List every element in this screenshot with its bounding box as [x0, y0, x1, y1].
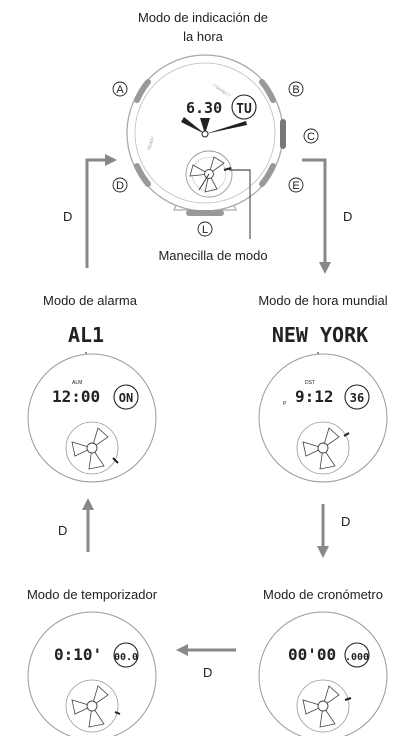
sub-dial-blade-2 — [208, 156, 225, 176]
stopwatch-right-value: .000 — [345, 652, 369, 663]
svg-text:A: A — [116, 84, 124, 96]
world-time-right-value: 36 — [350, 391, 364, 405]
world-time-time: 9:12 — [295, 387, 334, 406]
svg-text:B: B — [292, 84, 299, 96]
world-time-mode-hand — [343, 432, 350, 437]
mode-hand-mark — [223, 167, 232, 171]
world-time-small-label: DST — [305, 380, 315, 386]
button-label-e: E — [288, 177, 304, 193]
button-d[interactable] — [134, 163, 151, 187]
arrow-label-to-stopwatch: D — [341, 514, 350, 529]
alarm-mode-title: Modo de alarma — [43, 293, 138, 308]
main-day-display: TU — [236, 102, 252, 117]
arrow-to-main — [85, 154, 117, 268]
svg-text:L: L — [202, 224, 208, 236]
button-label-b: B — [288, 81, 304, 97]
button-label-l: L — [197, 221, 213, 237]
main-time-display: 6.30 — [186, 99, 222, 117]
title-line-2: la hora — [183, 29, 224, 44]
watch-bezel — [134, 62, 276, 204]
alarm-right-value: ON — [119, 391, 133, 405]
hand-counterweight — [200, 118, 210, 134]
stopwatch-mode-hand — [344, 697, 352, 701]
button-l[interactable] — [186, 210, 224, 216]
timer-mode-title: Modo de temporizador — [27, 587, 158, 602]
timer-watch: 0:10' 00.0 — [27, 611, 157, 736]
button-label-a: A — [112, 81, 128, 97]
alarm-right-circle — [113, 384, 139, 410]
world-time-pm: P — [283, 401, 287, 407]
arrow-label-main-left: D — [63, 209, 72, 224]
stopwatch-watch: 00'00 .000 — [258, 611, 388, 736]
timer-right-circle — [113, 642, 139, 668]
alarm-time: 12:00 — [52, 387, 100, 406]
button-a[interactable] — [134, 79, 151, 103]
button-label-d: D — [112, 177, 128, 193]
world-time-mode-title: Modo de hora mundial — [258, 293, 387, 308]
alarm-header: AL1 — [68, 323, 104, 347]
timer-mode-hand — [114, 711, 121, 715]
alarm-mode-hand — [112, 457, 119, 464]
svg-text:E: E — [292, 180, 299, 192]
alarm-watch: ALM 12:00 ON — [27, 353, 157, 483]
button-label-c: C — [303, 128, 319, 144]
mode-hand-leader — [229, 169, 251, 239]
main-watch: A B C D E L READY CONNECT 6.30 TU — [112, 54, 319, 239]
hour-hand — [181, 117, 205, 134]
arrow-label-to-alarm: D — [58, 523, 67, 538]
svg-text:D: D — [116, 180, 124, 192]
hand-pivot — [201, 130, 209, 138]
button-b[interactable] — [259, 79, 276, 103]
minute-hand — [205, 121, 247, 134]
arrow-label-main-right: D — [343, 209, 352, 224]
world-time-header: NEW YORK — [272, 323, 368, 347]
timer-right-value: 00.0 — [114, 652, 138, 663]
stopwatch-mode-title: Modo de cronómetro — [263, 587, 383, 602]
button-e[interactable] — [259, 163, 276, 187]
title-line-1: Modo de indicación de — [138, 10, 268, 25]
stopwatch-time: 00'00 — [288, 645, 336, 664]
alarm-small-label: ALM — [72, 380, 82, 386]
timer-time: 0:10' — [54, 645, 102, 664]
arrow-label-to-timer: D — [203, 665, 212, 680]
bezel-ready-text: READY — [146, 135, 155, 150]
world-time-right-circle — [344, 384, 370, 410]
day-circle — [231, 94, 257, 120]
world-time-watch: DST P 9:12 36 — [258, 353, 388, 483]
mode-hand-label: Manecilla de modo — [158, 248, 267, 263]
arrow-to-world-time — [302, 158, 331, 274]
svg-text:C: C — [307, 131, 315, 143]
stopwatch-right-circle — [344, 642, 370, 668]
